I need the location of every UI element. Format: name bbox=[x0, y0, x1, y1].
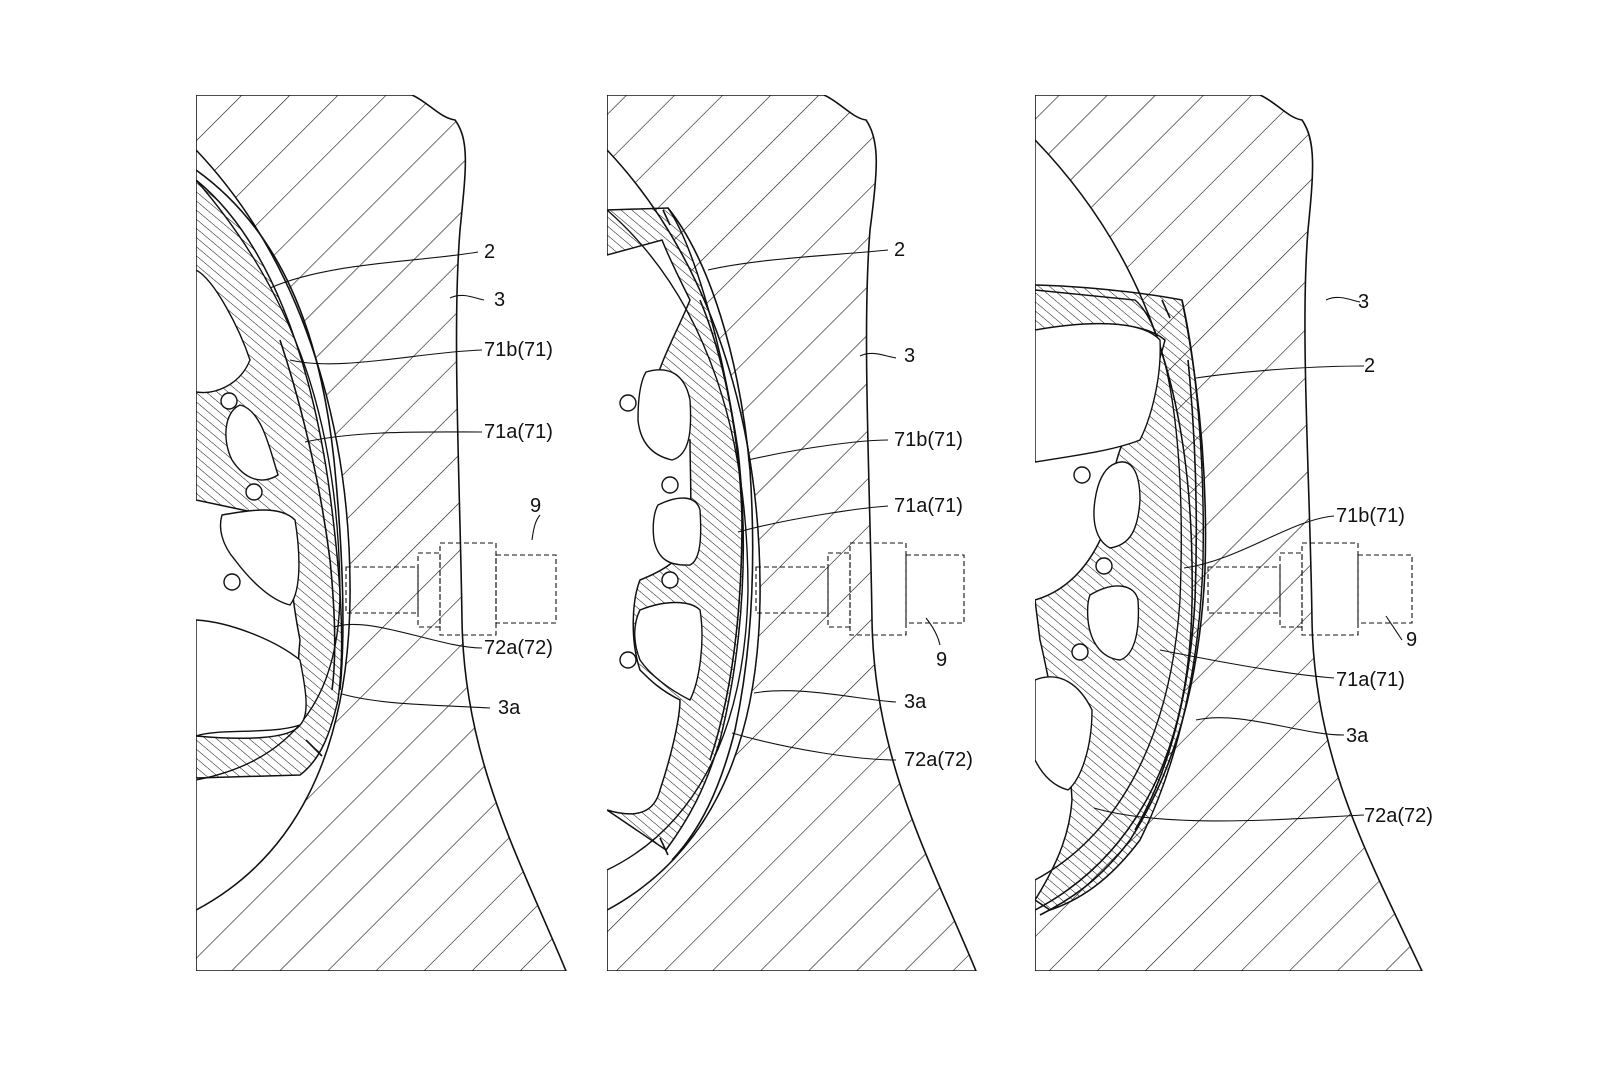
label-72a: 72a(72) bbox=[1364, 805, 1433, 827]
rotor-pocket-2 bbox=[225, 404, 279, 481]
label-71a: 71a(71) bbox=[484, 421, 553, 443]
rotor-hole-2 bbox=[661, 476, 679, 494]
leader-3 bbox=[449, 294, 485, 301]
leader-2 bbox=[1195, 365, 1365, 379]
rotor-hole-3 bbox=[223, 573, 241, 591]
leader-71b bbox=[747, 439, 889, 461]
leader-3 bbox=[1325, 296, 1361, 303]
leader-72a bbox=[1093, 807, 1365, 822]
label-9: 9 bbox=[936, 649, 947, 671]
rotor-hole-1 bbox=[220, 392, 238, 410]
rotor-hole-4 bbox=[619, 651, 637, 669]
leader-71b bbox=[289, 349, 483, 365]
labels-left: 2 3 71b(71) 71a(71) 9 72a(72) 3a bbox=[484, 241, 553, 719]
rotor-pocket-2 bbox=[652, 497, 702, 566]
leader-71b bbox=[1183, 515, 1335, 569]
rotor-pocket-1 bbox=[196, 269, 251, 394]
rotor-hole-3 bbox=[661, 571, 679, 589]
vane-line-inner bbox=[699, 299, 743, 761]
rotor-hole-1 bbox=[619, 394, 637, 412]
leader-9 bbox=[925, 617, 941, 646]
leader-3a bbox=[341, 693, 491, 709]
vane-line-inner bbox=[1134, 359, 1198, 831]
rotor-pocket-1 bbox=[1035, 322, 1161, 463]
label-71a: 71a(71) bbox=[1336, 669, 1405, 691]
label-9: 9 bbox=[1406, 629, 1417, 651]
labels-middle: 2 3 71b(71) 71a(71) 9 3a 72a(72) bbox=[894, 239, 973, 771]
panel-right bbox=[1035, 95, 1423, 971]
leader-3a bbox=[753, 690, 897, 703]
leader-9 bbox=[1385, 615, 1403, 641]
label-71a: 71a(71) bbox=[894, 495, 963, 517]
vane-line-outer bbox=[196, 169, 344, 691]
component-9 bbox=[1207, 542, 1413, 636]
label-2: 2 bbox=[1364, 355, 1375, 377]
component-9 bbox=[755, 542, 965, 636]
rotor-pocket-1 bbox=[637, 369, 692, 461]
leader-3 bbox=[859, 352, 897, 359]
leader-71a bbox=[737, 505, 889, 533]
rotor-hole-3 bbox=[1071, 643, 1089, 661]
rotor-pocket-4 bbox=[196, 619, 307, 737]
label-2: 2 bbox=[894, 239, 905, 261]
leader-9 bbox=[531, 514, 541, 541]
labels-right: 3 2 71b(71) 9 71a(71) 3a 72a(72) bbox=[1336, 291, 1433, 827]
leader-2 bbox=[269, 251, 479, 289]
rotor-pocket-3 bbox=[219, 509, 300, 606]
rotor-hole-1 bbox=[1073, 466, 1091, 484]
label-71b: 71b(71) bbox=[894, 429, 963, 451]
rotor-pocket-3 bbox=[634, 601, 703, 701]
tip-mark bbox=[1161, 299, 1171, 319]
rotor-pocket-2 bbox=[1093, 461, 1141, 549]
vane-line-outer bbox=[667, 207, 754, 861]
leader-71a bbox=[304, 431, 483, 443]
label-3: 3 bbox=[904, 345, 915, 367]
tip-mark bbox=[305, 739, 323, 757]
leader-72a bbox=[731, 732, 897, 761]
leader-72a bbox=[333, 623, 483, 649]
rotor-pocket-3 bbox=[1086, 585, 1140, 661]
rotor-pocket-4 bbox=[1035, 676, 1093, 791]
leader-2 bbox=[707, 249, 889, 271]
label-3a: 3a bbox=[1346, 725, 1369, 747]
label-71b: 71b(71) bbox=[484, 339, 553, 361]
vane-line-inner bbox=[279, 339, 336, 691]
label-72a: 72a(72) bbox=[904, 749, 973, 771]
label-71b: 71b(71) bbox=[1336, 505, 1405, 527]
rotor-hole-2 bbox=[245, 483, 263, 501]
label-3: 3 bbox=[494, 289, 505, 311]
label-3: 3 bbox=[1358, 291, 1369, 313]
leader-3a bbox=[1195, 717, 1345, 736]
label-72a: 72a(72) bbox=[484, 637, 553, 659]
tip-mark-top bbox=[662, 209, 671, 226]
label-3a: 3a bbox=[498, 697, 521, 719]
label-3a: 3a bbox=[904, 691, 927, 713]
panel-middle bbox=[607, 95, 977, 971]
rotor-hole-2 bbox=[1095, 557, 1113, 575]
leader-71a bbox=[1159, 649, 1335, 679]
label-9: 9 bbox=[530, 495, 541, 517]
label-2: 2 bbox=[484, 241, 495, 263]
vane-line-outer bbox=[1039, 299, 1207, 916]
panel-left bbox=[196, 95, 567, 971]
tip-mark-bottom bbox=[659, 837, 669, 856]
component-9 bbox=[345, 542, 557, 636]
